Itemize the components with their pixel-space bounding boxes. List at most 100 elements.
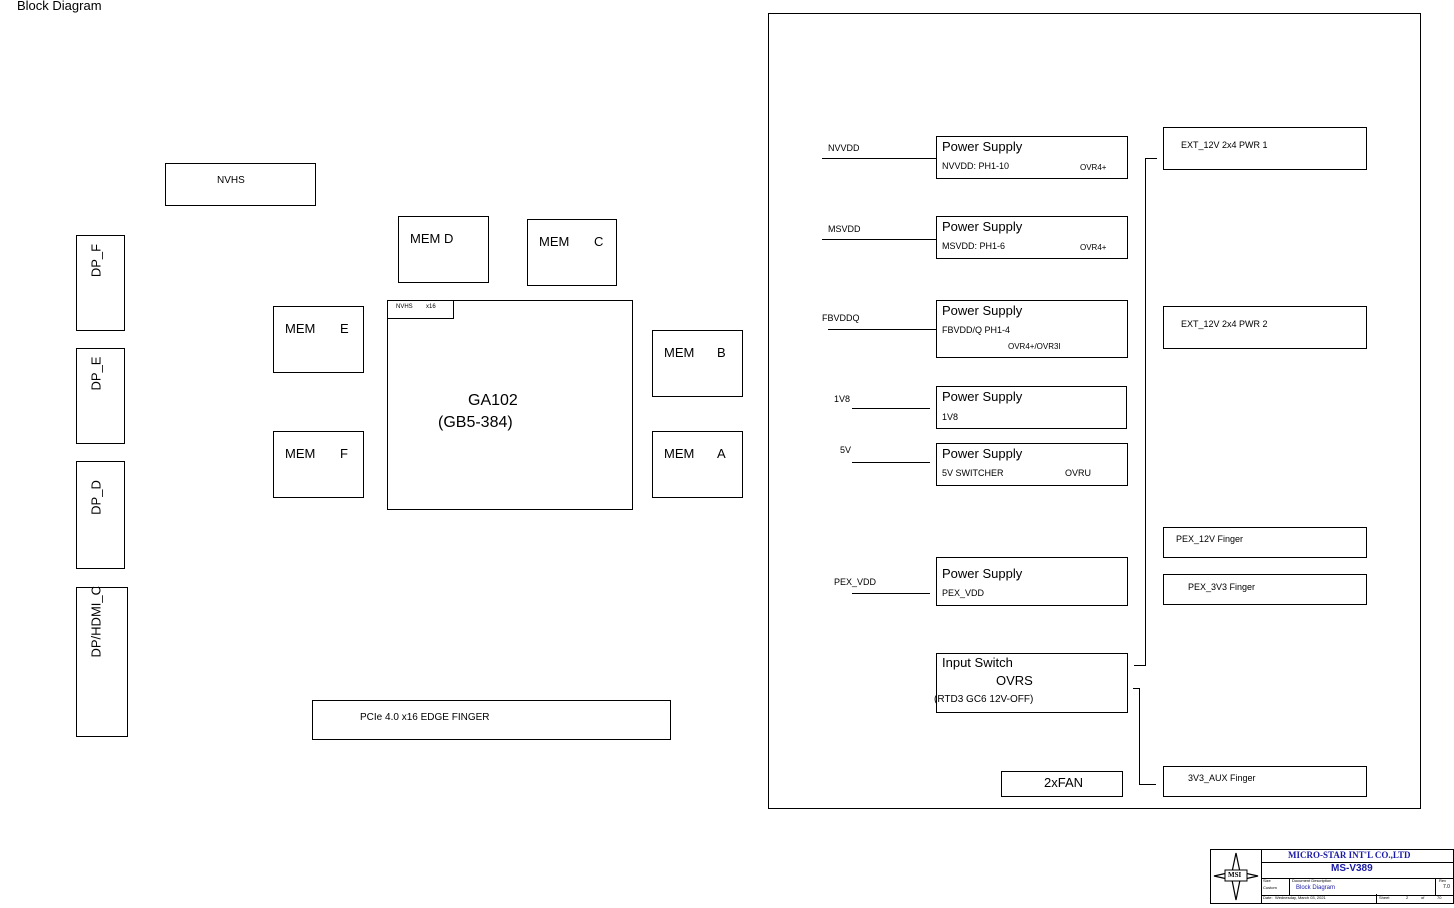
date-value: Wednesday, March 03, 2021 xyxy=(1275,895,1326,900)
power-supply-pex-vdd: Power Supply PEX_VDD xyxy=(936,557,1128,606)
gpu-block: NVHS x16 GA102 (GB5-384) xyxy=(387,300,633,510)
mem-a-letter: A xyxy=(717,446,726,461)
mem-c-label: MEM xyxy=(539,234,570,249)
input-switch-ovrs: OVRS xyxy=(996,673,1033,688)
net-pex-vdd-line xyxy=(852,593,930,594)
power-supply-detail: 5V SWITCHER xyxy=(942,468,1004,478)
aux-bus-top-stub xyxy=(1133,688,1140,689)
mem-e-letter: E xyxy=(340,321,349,336)
power-supply-title: Power Supply xyxy=(942,219,1023,234)
dp-d-label: DP_D xyxy=(88,480,104,515)
net-msvdd-label: MSVDD xyxy=(828,224,861,234)
gpu-subtitle: (GB5-384) xyxy=(438,414,513,431)
power-supply-ovr: OVRU xyxy=(1065,468,1092,478)
mem-a-block: MEM A xyxy=(652,431,743,498)
3v3-aux-finger-block: 3V3_AUX Finger xyxy=(1163,766,1367,797)
ext-12v-pwr2-block: EXT_12V 2x4 PWR 2 xyxy=(1163,306,1367,349)
mem-f-block: MEM F xyxy=(273,431,364,498)
dp-f-label: DP_F xyxy=(88,243,104,278)
ext-12v-pwr2-label: EXT_12V 2x4 PWR 2 xyxy=(1181,319,1268,329)
mem-d-block: MEM D xyxy=(398,216,489,283)
power-supply-title: Power Supply xyxy=(942,303,1023,318)
input-switch-note: (RTD3 GC6 12V-OFF) xyxy=(934,694,1034,705)
aux-bus xyxy=(1139,688,1140,784)
net-pex-vdd-label: PEX_VDD xyxy=(834,577,877,587)
power-supply-detail: NVVDD: PH1-10 xyxy=(942,161,1010,171)
doc-row: Size Custom Document Description Block D… xyxy=(1261,878,1454,896)
nvhs-label: NVHS xyxy=(217,175,245,186)
mem-b-block: MEM B xyxy=(652,330,743,397)
custom-label: Custom xyxy=(1263,885,1277,890)
title-block: MSI MICRO-STAR INT'L CO.,LTD MS-V389 Siz… xyxy=(1210,849,1454,904)
power-supply-title: Power Supply xyxy=(942,566,1023,581)
model-row: MS-V389 xyxy=(1261,862,1454,879)
rev-value: 7.0 xyxy=(1443,884,1450,890)
mem-b-label: MEM xyxy=(664,345,695,360)
pex-3v3-finger-block: PEX_3V3 Finger xyxy=(1163,574,1367,605)
power-supply-title: Power Supply xyxy=(942,389,1023,404)
input-switch-block: Input Switch OVRS (RTD3 GC6 12V-OFF) xyxy=(934,653,1128,713)
power-supply-nvvdd: Power Supply NVVDD: PH1-10 OVR4+ xyxy=(936,136,1128,179)
mem-f-letter: F xyxy=(340,446,348,461)
mem-d-label: MEM D xyxy=(410,231,454,246)
mem-b-letter: B xyxy=(717,345,726,360)
model-name: MS-V389 xyxy=(1331,863,1373,874)
pex-12v-finger-label: PEX_12V Finger xyxy=(1176,534,1244,544)
mem-a-label: MEM xyxy=(664,446,695,461)
date-row: Date: Wednesday, March 03, 2021 Sheet 2 … xyxy=(1261,894,1454,903)
pex-3v3-finger-label: PEX_3V3 Finger xyxy=(1188,582,1256,592)
power-supply-ovr: OVR4+/OVR3I xyxy=(1008,342,1061,351)
power-supply-ovr: OVR4+ xyxy=(1080,163,1107,172)
sheet-total: 70 xyxy=(1437,895,1442,900)
doc-title: Block Diagram xyxy=(1296,885,1336,891)
power-supply-fbvddq: Power Supply FBVDD/Q PH1-4 OVR4+/OVR3I xyxy=(936,300,1128,358)
power-supply-detail: PEX_VDD xyxy=(942,588,985,598)
sheet-of-label: of xyxy=(1421,895,1425,900)
power-input-bus-top-stub xyxy=(1145,158,1157,159)
dp-d-block: DP_D xyxy=(76,461,125,569)
gpu-name: GA102 xyxy=(468,392,518,409)
doc-desc-label: Document Description xyxy=(1292,878,1332,883)
dp-e-block: DP_E xyxy=(76,348,125,444)
3v3-aux-finger-label: 3V3_AUX Finger xyxy=(1188,773,1256,783)
power-input-bus xyxy=(1145,158,1146,665)
rev-label: Rev xyxy=(1439,878,1447,883)
fan-block: 2xFAN xyxy=(1001,771,1123,797)
net-1v8-label: 1V8 xyxy=(834,394,851,404)
pex-12v-finger-block: PEX_12V Finger xyxy=(1163,527,1367,558)
company-row: MICRO-STAR INT'L CO.,LTD xyxy=(1261,850,1454,863)
power-supply-detail: MSVDD: PH1-6 xyxy=(942,241,1006,251)
power-input-bus-bottom-stub xyxy=(1134,665,1146,666)
power-supply-detail: 1V8 xyxy=(942,412,959,422)
sheet-label: Sheet xyxy=(1379,895,1390,900)
dp-f-block: DP_F xyxy=(76,235,125,331)
power-supply-5v: Power Supply 5V SWITCHER OVRU xyxy=(936,443,1128,486)
gpu-tab-nvhs: NVHS xyxy=(396,304,413,310)
power-supply-detail: FBVDD/Q PH1-4 xyxy=(942,325,1011,335)
mem-e-block: MEM E xyxy=(273,306,364,373)
net-fbvddq-label: FBVDDQ xyxy=(822,313,860,323)
mem-c-letter: C xyxy=(594,234,604,249)
power-supply-1v8: Power Supply 1V8 xyxy=(936,386,1127,429)
net-msvdd-line xyxy=(822,239,936,240)
net-nvvdd-label: NVVDD xyxy=(828,143,860,153)
sheet-number: 2 xyxy=(1406,895,1409,900)
power-supply-ovr: OVR4+ xyxy=(1080,243,1107,252)
net-fbvddq-line xyxy=(828,329,936,330)
net-5v-line xyxy=(852,462,930,463)
msi-logo-text: MSI xyxy=(1228,871,1242,879)
gpu-tab: NVHS x16 xyxy=(387,300,454,319)
msi-logo-icon xyxy=(1213,852,1259,901)
company-name: MICRO-STAR INT'L CO.,LTD xyxy=(1288,850,1411,860)
power-supply-title: Power Supply xyxy=(942,139,1023,154)
dp-e-label: DP_E xyxy=(88,356,104,391)
input-switch-title: Input Switch xyxy=(942,655,1013,670)
power-supply-title: Power Supply xyxy=(942,446,1023,461)
size-label: Size xyxy=(1263,878,1271,883)
dp-hdmi-c-label: DP/HDMI_C xyxy=(88,585,104,658)
dp-hdmi-c-block: DP/HDMI_C xyxy=(76,585,128,737)
mem-e-label: MEM xyxy=(285,321,316,336)
msi-logo: MSI xyxy=(1211,850,1262,903)
net-nvvdd-line xyxy=(822,158,936,159)
mem-c-block: MEM C xyxy=(527,219,617,286)
